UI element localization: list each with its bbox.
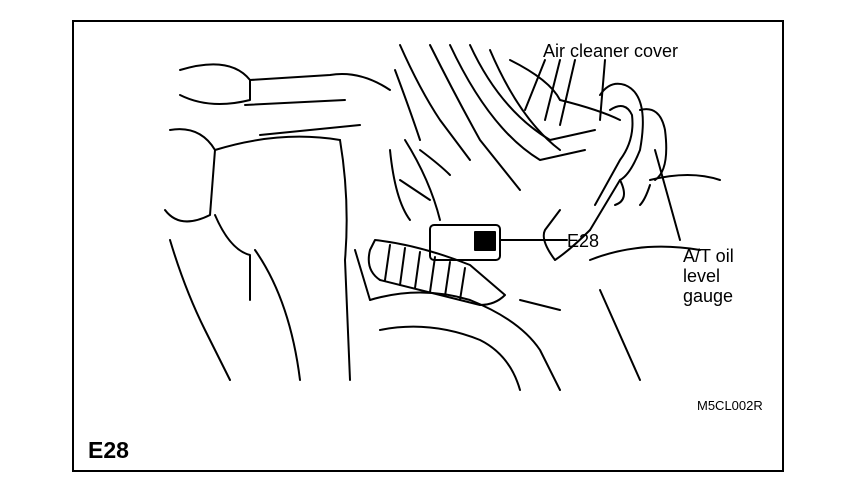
connector-e28-label: E28 bbox=[567, 231, 600, 251]
figure-code: M5CL002R bbox=[697, 398, 763, 413]
diagram-title: E28 bbox=[88, 437, 129, 463]
at-oil-level-gauge-label: A/T oil level gauge bbox=[683, 246, 763, 306]
at-gauge-line-3: gauge bbox=[683, 286, 734, 306]
air-cleaner-cover-label: Air cleaner cover bbox=[543, 41, 679, 61]
at-gauge-line-2: level bbox=[683, 266, 721, 286]
at-gauge-line-1: A/T oil bbox=[683, 246, 734, 266]
